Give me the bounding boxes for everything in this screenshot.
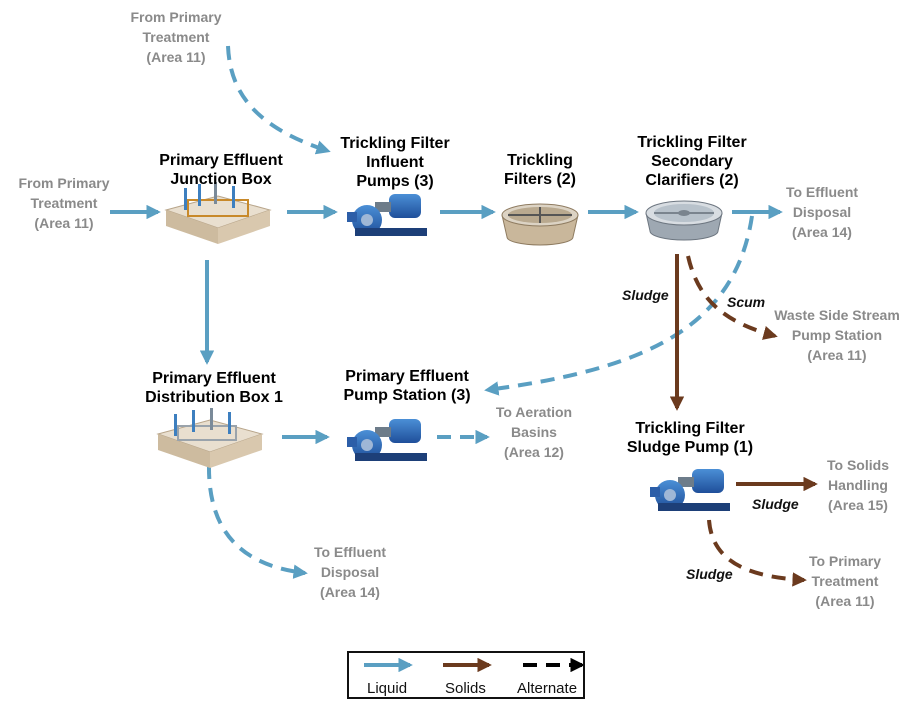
flow-distribution-to-effluent-disposal (206, 464, 308, 579)
node-junction-box-title: Primary Effluent Junction Box (159, 152, 283, 188)
node-trickling-filters-title: Trickling Filters (2) (503, 152, 576, 188)
node-distribution-box-title: Primary Effluent Distribution Box 1 (145, 370, 283, 406)
node-secondary-clarifiers-title: Trickling Filter Secondary Clarifiers (2… (637, 134, 747, 189)
trickling-filter-icon (501, 203, 579, 246)
label-waste-side-stream: Waste Side Stream Pump Station (Area 11) (774, 307, 900, 363)
tf-influent-pump-icon (347, 194, 427, 236)
label-to-solids-handling: To Solids Handling (Area 15) (827, 457, 889, 513)
solids-flow-lines (669, 254, 818, 492)
label-to-effluent-disposal-1: To Effluent Disposal (Area 14) (785, 184, 859, 240)
legend-alternate-label: Alternate (517, 680, 578, 697)
flow-label-sludge-clarifier: Sludge (622, 287, 669, 303)
label-from-primary-top: From Primary Treatment (Area 11) (130, 9, 222, 65)
flow-from-primary-top-to-tf-pumps (226, 45, 331, 155)
legend-liquid-label: Liquid (367, 680, 408, 697)
label-to-aeration-basins: To Aeration Basins (Area 12) (495, 404, 573, 460)
legend-solids-label: Solids (445, 680, 486, 697)
node-pe-pump-station-title: Primary Effluent Pump Station (3) (343, 368, 471, 404)
flow-clarifier-effluent-to-pe-pumps (484, 215, 754, 396)
flow-label-sludge-to-primary: Sludge (686, 566, 733, 582)
liquid-alternate-lines (206, 45, 754, 579)
flow-sludge-pump-to-primary (707, 519, 807, 587)
distribution-box-icon (156, 408, 264, 468)
pe-pump-station-icon (347, 419, 427, 461)
flow-clarifier-scum-to-waste-stream (686, 255, 778, 340)
flow-label-scum: Scum (727, 294, 766, 310)
node-tf-influent-pumps-title: Trickling Filter Influent Pumps (3) (340, 135, 450, 190)
label-to-primary-treatment: To Primary Treatment (Area 11) (808, 553, 882, 609)
junction-box-icon (164, 182, 272, 244)
label-to-effluent-disposal-2: To Effluent Disposal (Area 14) (313, 544, 387, 600)
tf-sludge-pump-icon (650, 469, 730, 511)
clarifier-icon (645, 200, 723, 241)
label-from-primary-left: From Primary Treatment (Area 11) (18, 175, 110, 231)
flow-label-sludge-to-solids: Sludge (752, 496, 799, 512)
node-tf-sludge-pump-title: Trickling Filter Sludge Pump (1) (626, 420, 754, 456)
legend: Liquid Solids Alternate (347, 651, 585, 699)
liquid-flow-lines (110, 204, 783, 445)
solids-alternate-lines (686, 255, 807, 587)
